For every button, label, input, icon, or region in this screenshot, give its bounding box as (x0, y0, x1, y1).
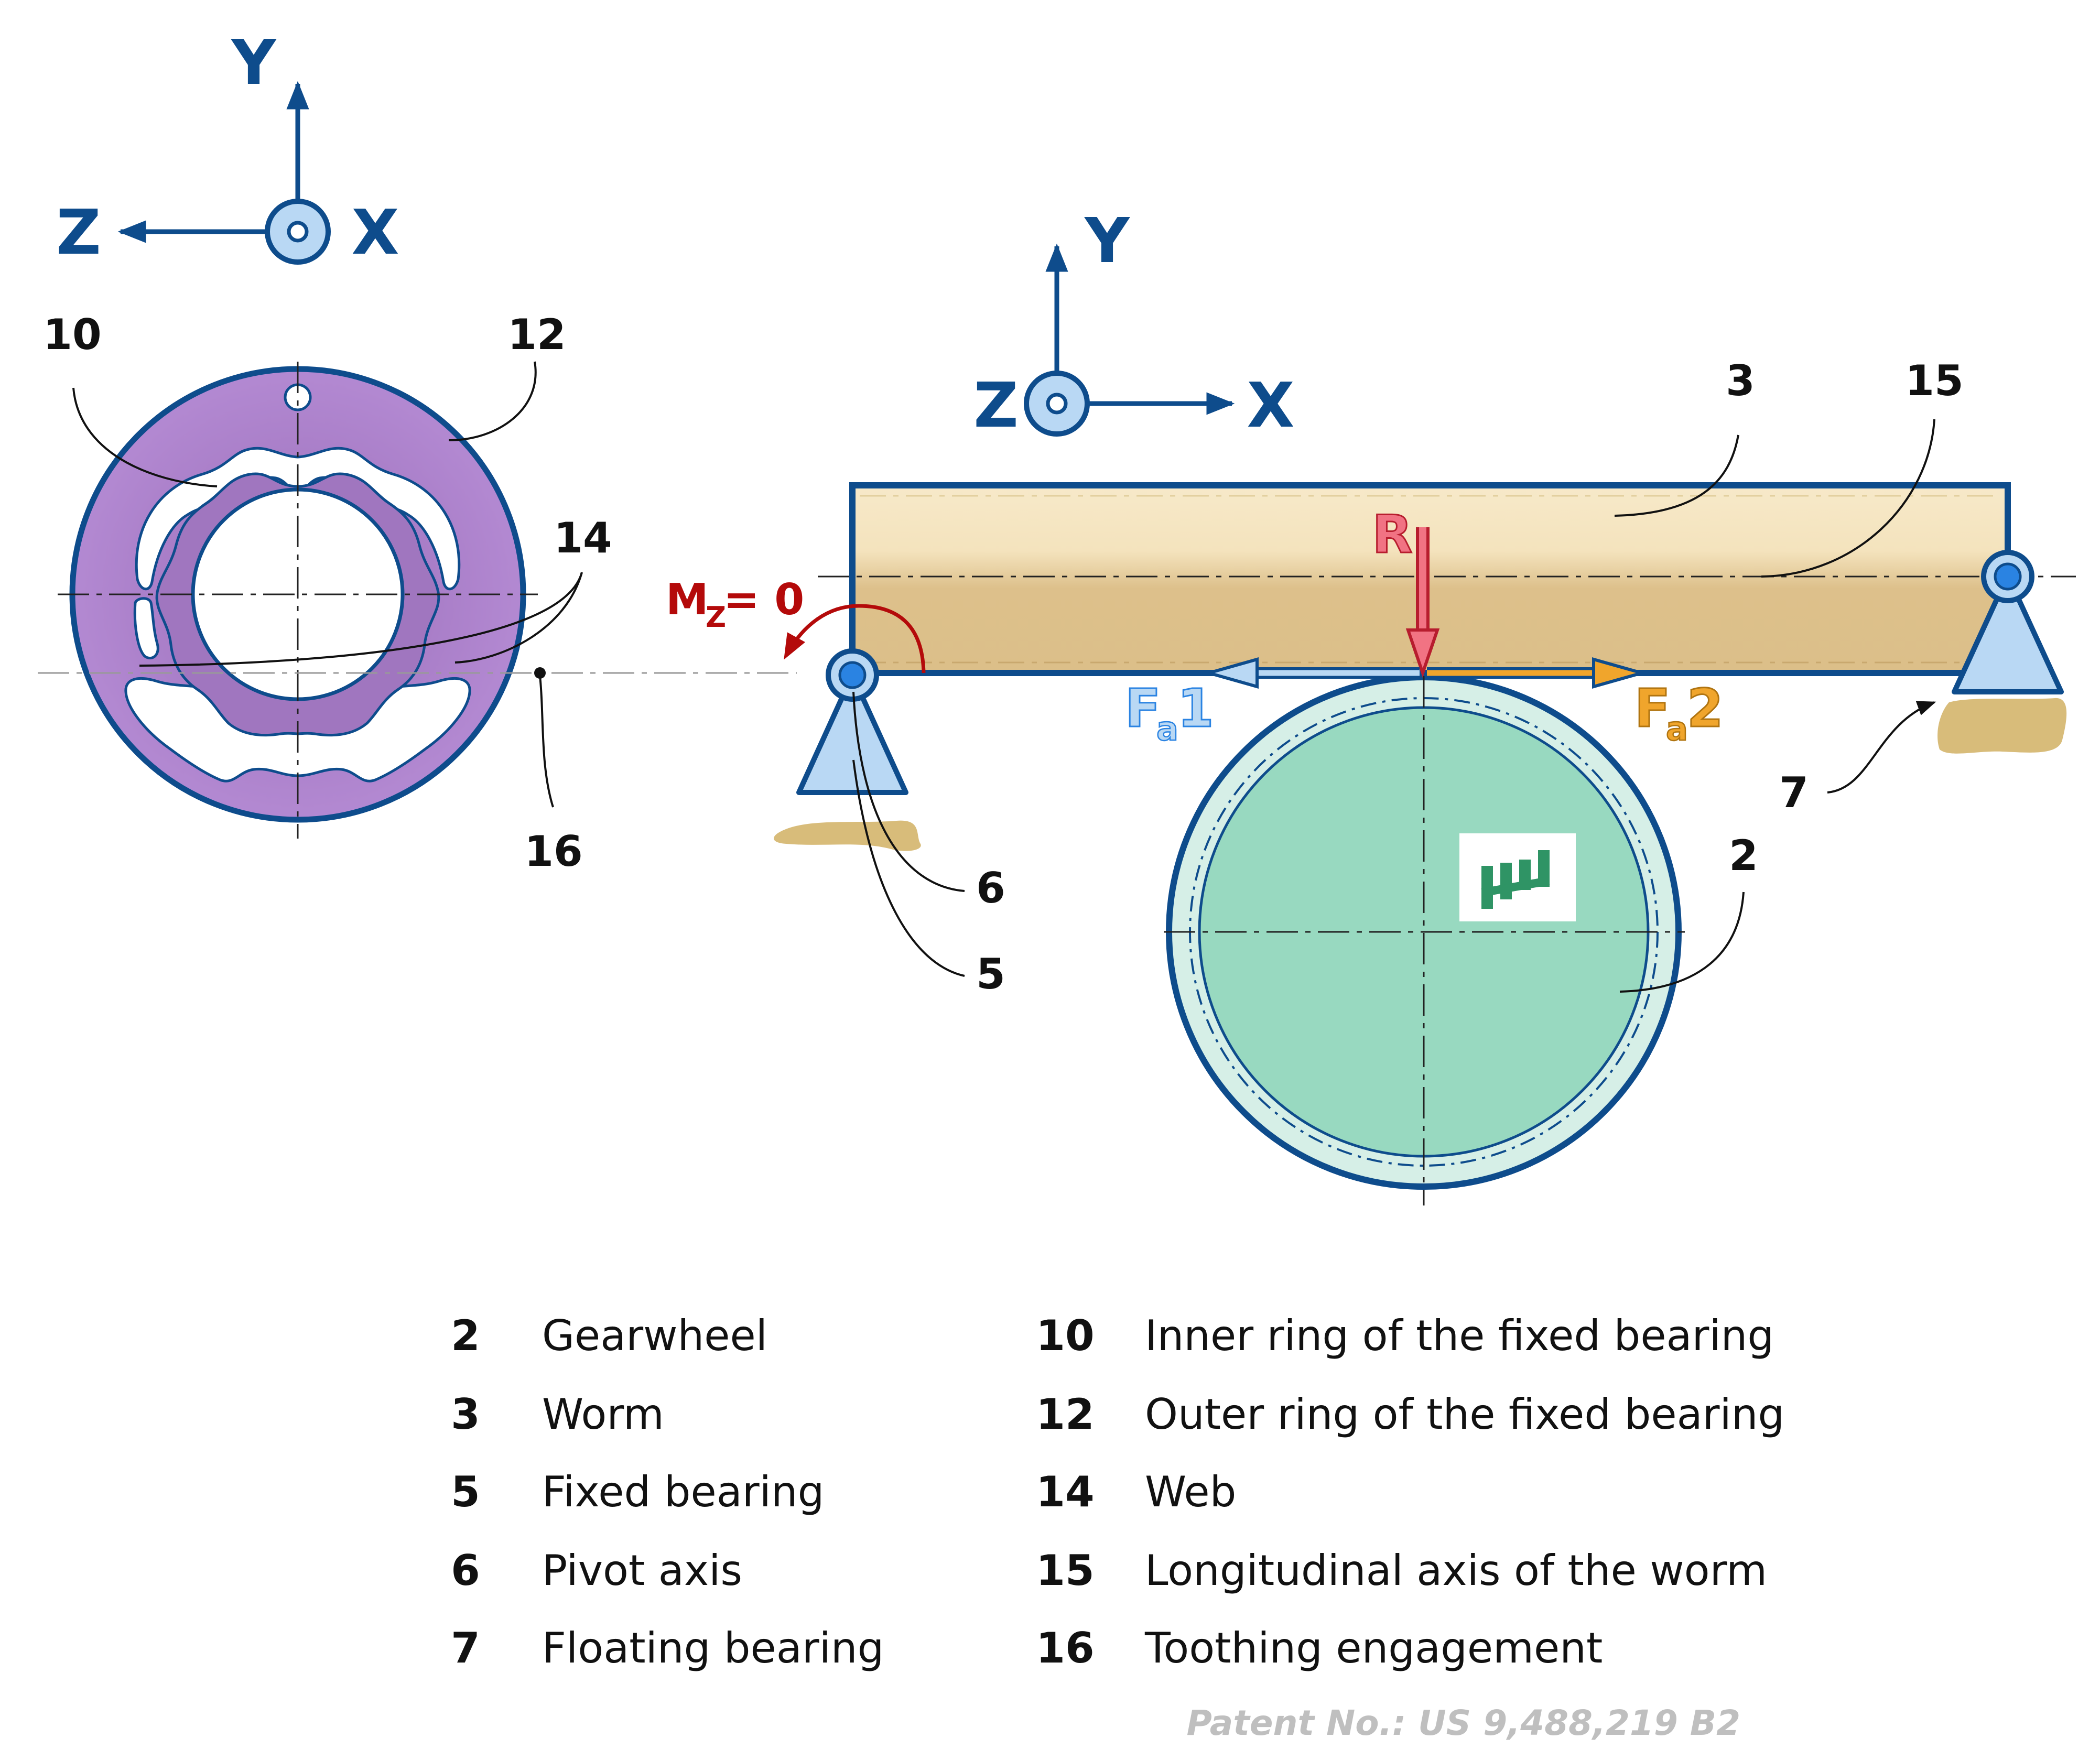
fixed-bearing-5: 6 5 (774, 648, 1005, 998)
leader-2 (1619, 892, 1745, 993)
force-r-arrowhead (1405, 628, 1440, 678)
force-fa1-arrowhead (1203, 657, 1259, 689)
svg-text:F: F (1634, 678, 1670, 739)
right-z-axis-dot (1046, 393, 1068, 415)
svg-text:1: 1 (1177, 678, 1214, 739)
legend-item: 12 Outer ring of the fixed bearing (1036, 1390, 1784, 1439)
legend-item: 10 Inner ring of the fixed bearing (1036, 1311, 1774, 1360)
legend-item: 6 Pivot axis (451, 1546, 742, 1595)
ref-12: 12 (507, 310, 566, 359)
right-z-axis-label: Z (973, 369, 1019, 441)
svg-text:Outer ring of the fixed bearin: Outer ring of the fixed bearing (1145, 1390, 1784, 1439)
svg-text:Pivot axis: Pivot axis (542, 1546, 742, 1595)
svg-text:a: a (1666, 710, 1688, 748)
moment-mz-arc (784, 604, 926, 673)
ref-10: 10 (43, 310, 101, 359)
fixed-bearing-ring-view: 10 12 14 16 (38, 310, 797, 876)
svg-text:12: 12 (1036, 1390, 1094, 1439)
svg-text:a: a (1156, 710, 1178, 748)
ref-14: 14 (554, 514, 612, 562)
toothing-engagement-point (534, 667, 546, 679)
left-z-axis-label: Z (56, 196, 101, 268)
svg-text:F: F (1125, 678, 1161, 739)
right-coordinate-system: Y Z X (973, 204, 1294, 441)
floating-bearing-7: 7 (1779, 550, 2067, 817)
ref-15: 15 (1905, 356, 1963, 405)
gearwheel-2: 2 (1164, 674, 1758, 1205)
svg-text:M: M (666, 575, 709, 625)
leader-5 (852, 759, 965, 977)
ref-3: 3 (1726, 356, 1755, 405)
svg-text:Longitudinal axis of the worm: Longitudinal axis of the worm (1145, 1546, 1767, 1595)
svg-text:14: 14 (1036, 1468, 1094, 1516)
legend-item: 2 Gearwheel (451, 1311, 767, 1360)
force-r-label: R (1372, 504, 1412, 565)
ground-left (774, 820, 921, 851)
leader-7 (1827, 701, 1936, 794)
force-fa2-label: F a 2 (1634, 677, 1725, 749)
svg-text:= 0: = 0 (723, 575, 804, 625)
ref-5: 5 (976, 950, 1005, 998)
force-fa2-arrowhead (1592, 657, 1648, 689)
svg-text:Fixed bearing: Fixed bearing (542, 1468, 824, 1516)
fixed-bearing-support (796, 672, 908, 795)
left-x-axis-dot (287, 221, 309, 243)
ref-16: 16 (524, 827, 582, 876)
svg-text:Inner ring of the fixed bearin: Inner ring of the fixed bearing (1145, 1311, 1774, 1360)
legend-item: 7 Floating bearing (451, 1624, 884, 1672)
patent-number: Patent No.: US 9,488,219 B2 (1187, 1703, 1740, 1743)
svg-text:7: 7 (451, 1624, 480, 1672)
legend-left-column: 2 Gearwheel 3 Worm 5 Fixed bearing 6 Piv… (451, 1311, 884, 1672)
svg-text:Gearwheel: Gearwheel (542, 1311, 767, 1360)
floating-bearing-pivot-core (1994, 562, 2022, 591)
legend-item: 15 Longitudinal axis of the worm (1036, 1546, 1767, 1595)
leader-3 (1614, 434, 1739, 517)
svg-text:3: 3 (451, 1390, 480, 1439)
web-slot-left (133, 597, 159, 660)
svg-text:15: 15 (1036, 1546, 1094, 1595)
leader-6 (852, 691, 965, 892)
leader-10 (72, 387, 218, 487)
leader-12 (448, 361, 537, 441)
left-coordinate-system: Y Z X (56, 26, 399, 268)
leader-15 (1761, 419, 1935, 578)
svg-text:Floating bearing: Floating bearing (542, 1624, 884, 1672)
svg-text:10: 10 (1036, 1311, 1094, 1360)
svg-text:Web: Web (1145, 1468, 1236, 1516)
svg-text:16: 16 (1036, 1624, 1094, 1672)
pivot-axis-core (838, 661, 867, 689)
left-x-axis-label: X (352, 196, 399, 268)
right-x-axis-label: X (1247, 369, 1295, 441)
legend: 2 Gearwheel 3 Worm 5 Fixed bearing 6 Piv… (451, 1311, 1784, 1672)
leader-16 (539, 676, 554, 808)
leader-14-a (139, 572, 583, 667)
svg-text:Z: Z (706, 601, 726, 634)
svg-text:6: 6 (451, 1546, 480, 1595)
force-fa1-label: F a 1 (1124, 677, 1215, 749)
legend-item: 5 Fixed bearing (451, 1468, 824, 1516)
svg-text:Worm: Worm (542, 1390, 664, 1439)
forces: R F a 1 F a 2 M Z = 0 (666, 503, 1725, 749)
ref-7: 7 (1779, 768, 1809, 817)
ref-6: 6 (976, 864, 1005, 912)
moment-mz-label: M Z = 0 (666, 575, 804, 634)
legend-item: 14 Web (1036, 1468, 1236, 1516)
right-y-axis-label: Y (1084, 204, 1130, 277)
svg-text:5: 5 (451, 1468, 480, 1516)
svg-text:2: 2 (451, 1311, 480, 1360)
ref-2: 2 (1729, 831, 1758, 880)
svg-text:Toothing engagement: Toothing engagement (1144, 1624, 1603, 1672)
legend-item: 3 Worm (451, 1390, 664, 1439)
legend-item: 16 Toothing engagement (1036, 1624, 1603, 1672)
logo-icon (1459, 833, 1576, 921)
ground-right (1937, 698, 2067, 754)
svg-text:2: 2 (1687, 678, 1724, 739)
left-y-axis-label: Y (230, 26, 277, 99)
legend-right-column: 10 Inner ring of the fixed bearing 12 Ou… (1036, 1311, 1784, 1672)
leader-14-b (454, 572, 583, 664)
floating-bearing-support (1952, 573, 2064, 694)
